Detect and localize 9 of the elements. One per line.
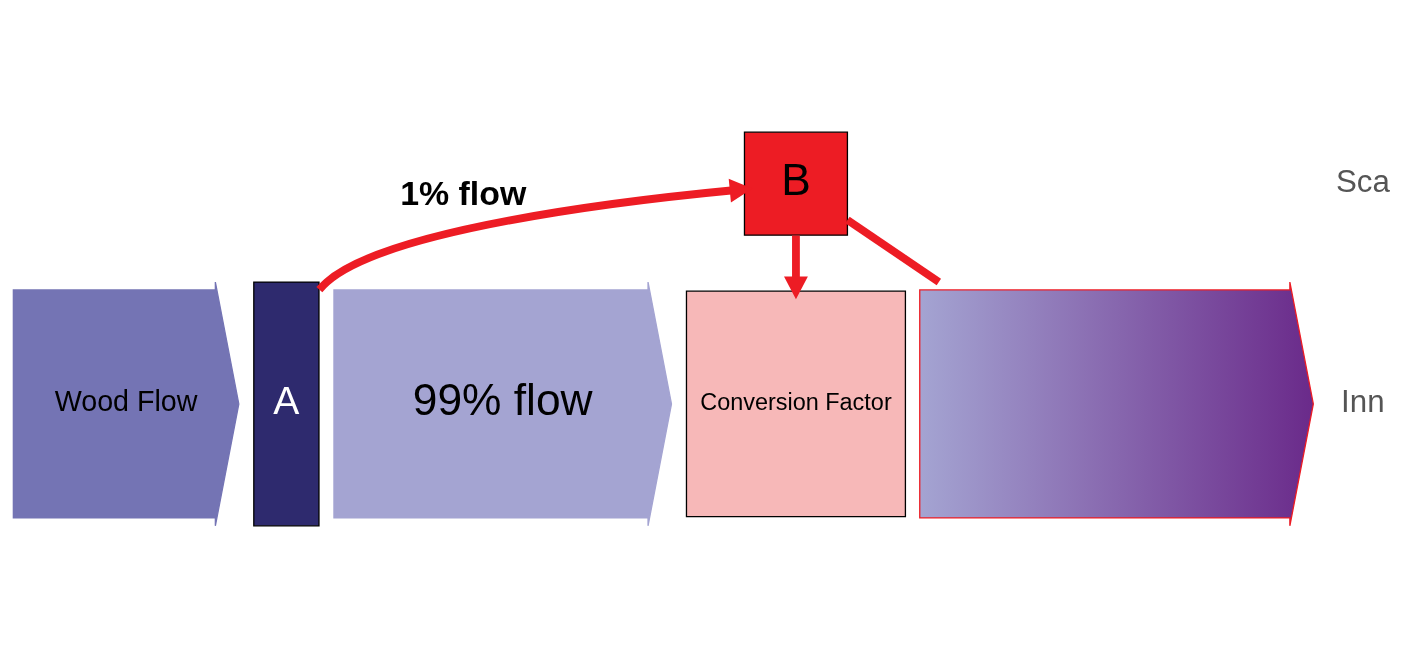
node-box: B	[743, 131, 849, 236]
label: Inn	[1341, 383, 1385, 419]
node-box: Conversion Factor	[685, 290, 907, 517]
arrow	[784, 234, 808, 299]
node-box: A	[253, 280, 320, 526]
connector	[845, 216, 942, 285]
label: Sca	[1335, 163, 1390, 199]
node-arrow	[919, 280, 1314, 526]
edge-label: 1% flow	[400, 173, 527, 212]
